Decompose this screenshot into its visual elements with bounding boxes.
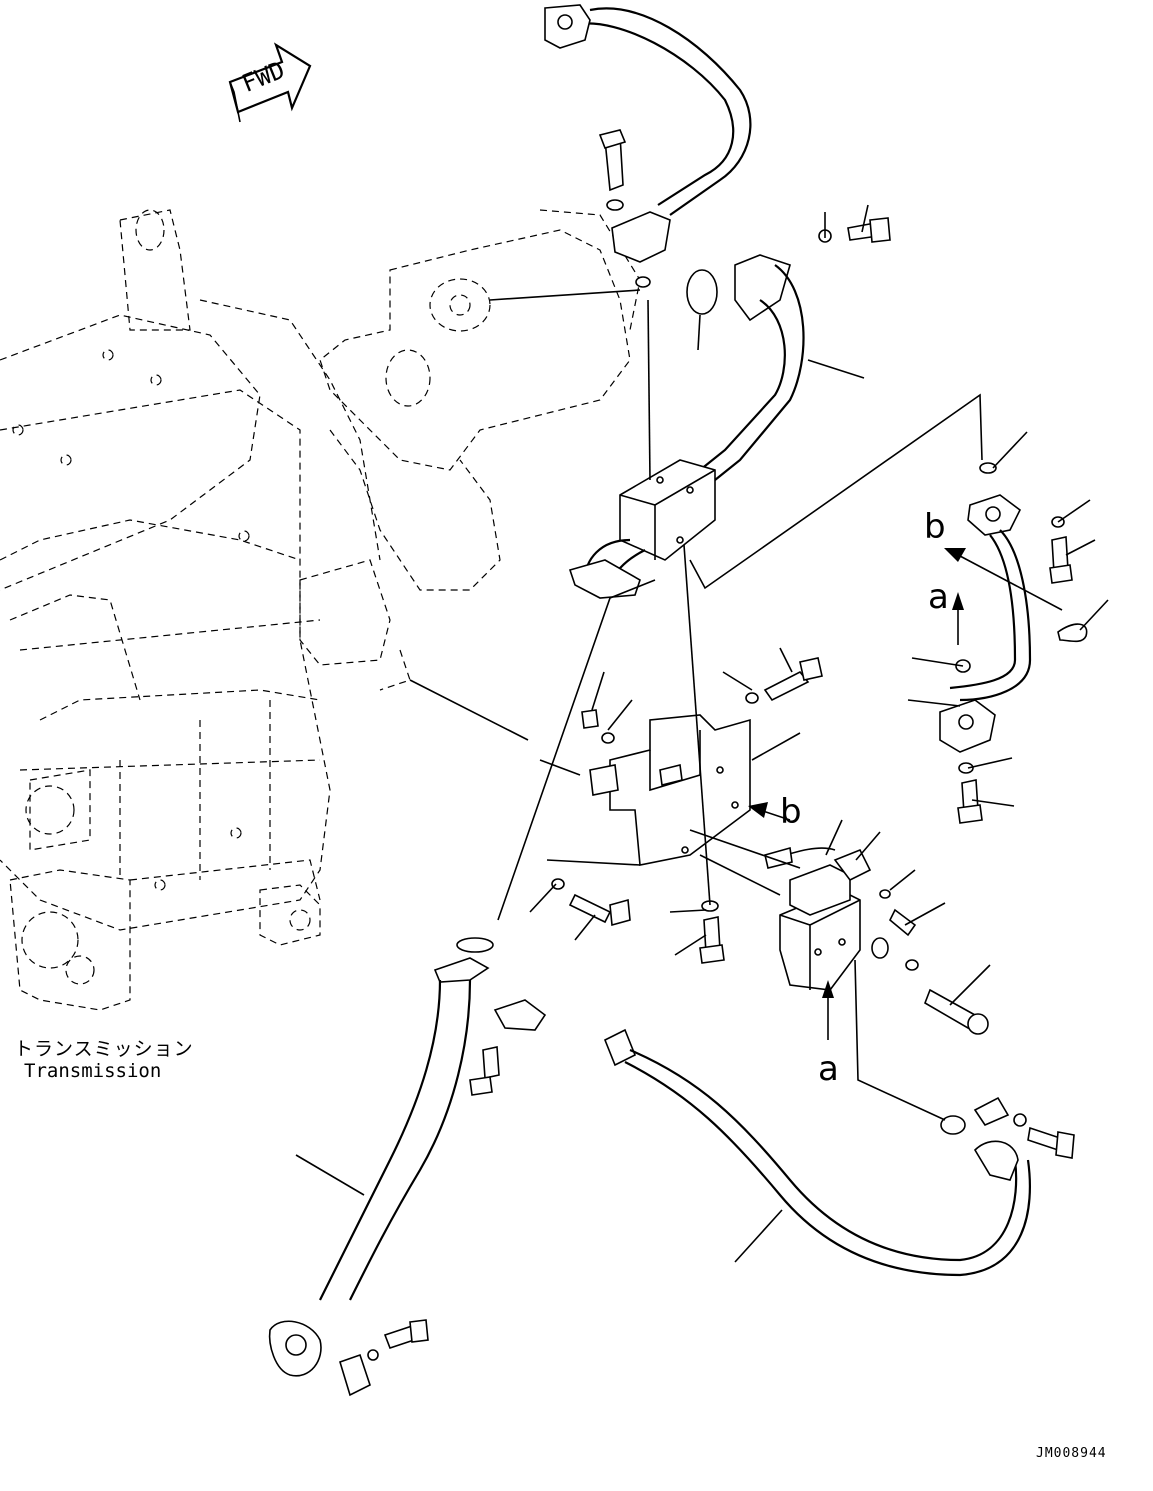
drawing-number: JM008944 (1036, 1446, 1107, 1461)
transmission-housing (0, 209, 331, 1011)
view-arrow-a-right (952, 592, 964, 645)
elbow-tube (699, 217, 891, 481)
view-marker-a-lower: a (818, 1049, 839, 1089)
transmission-label-en: Transmission (24, 1060, 162, 1082)
top-flange-bolt (598, 129, 718, 315)
fwd-arrow-icon (228, 42, 312, 123)
upper-pipe (544, 4, 752, 216)
view-marker-a-right: a (928, 577, 949, 617)
view-arrow-b-upper (944, 548, 1063, 611)
hydraulic-pump-assembly (199, 209, 641, 691)
transmission-label-jp: トランスミッション (14, 1038, 194, 1060)
view-marker-b-upper: b (924, 507, 946, 547)
leader-lines (295, 204, 1109, 1263)
manifold-block (568, 459, 716, 599)
bracket-hardware (551, 657, 823, 964)
solenoid-valve (764, 846, 989, 1035)
lower-left-pipe (268, 937, 547, 1397)
view-arrow-b-lower (748, 802, 791, 821)
valve-bracket (589, 714, 751, 866)
view-arrow-a-lower (822, 980, 834, 1040)
lower-right-hose (603, 1028, 1075, 1277)
view-marker-b-lower: b (780, 792, 802, 832)
right-tube-assembly (939, 462, 1088, 824)
